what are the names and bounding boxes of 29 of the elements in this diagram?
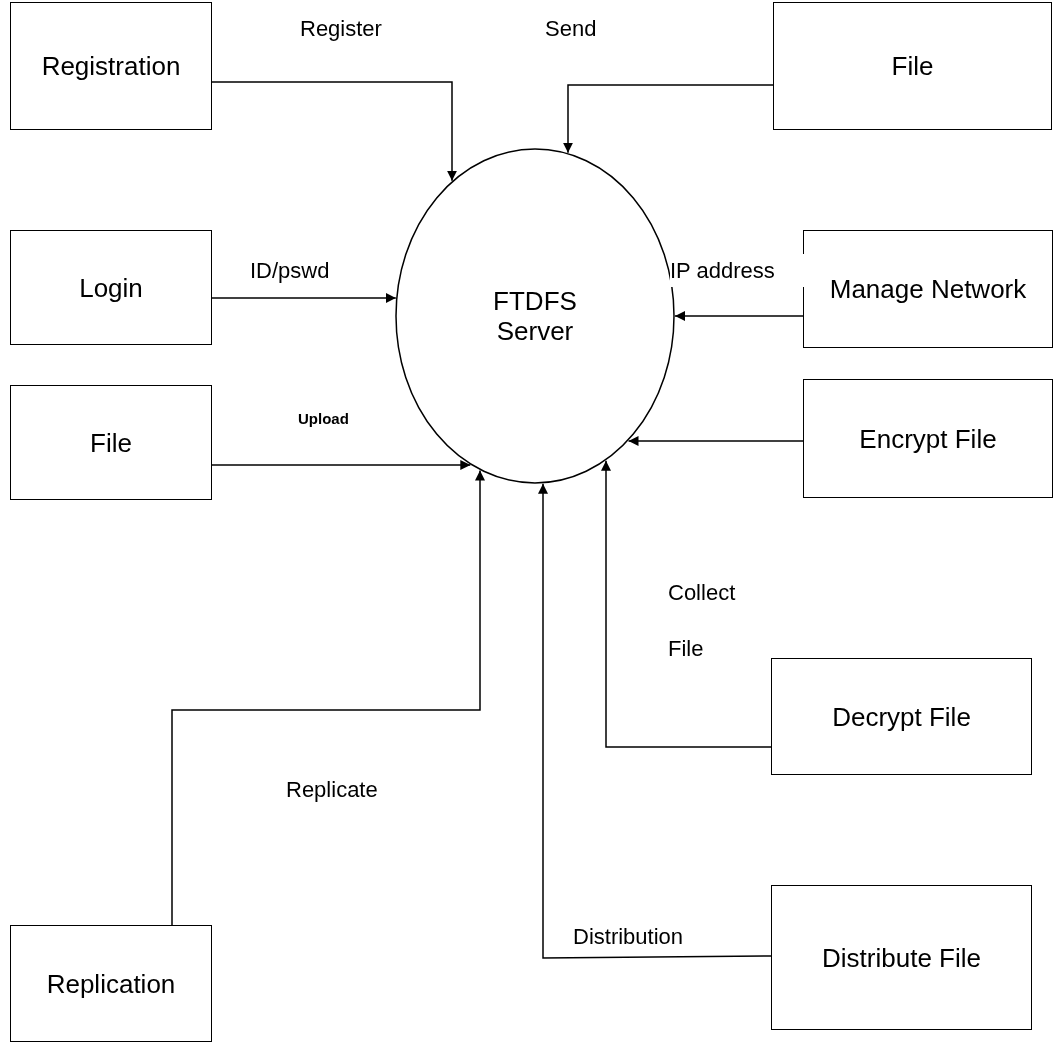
arrow (601, 460, 772, 748)
process-box (10, 925, 212, 1042)
arrow (563, 84, 774, 154)
node-label: Decrypt File (832, 701, 971, 732)
node-label: File (90, 427, 132, 458)
node-label: Distribute File (822, 942, 981, 973)
process-box (10, 2, 212, 130)
arrow (211, 81, 457, 182)
node-label: Manage Network (829, 274, 1027, 304)
edge-label: IP address (670, 254, 805, 287)
process-box (771, 658, 1032, 775)
arrow (538, 482, 772, 959)
node-label: File (891, 51, 934, 81)
node-label: Login (79, 272, 143, 303)
process-box (803, 230, 1053, 348)
arrow (627, 436, 804, 446)
arrow (211, 460, 472, 470)
node-label: Registration (41, 51, 181, 81)
node-label: FTDFS Server (492, 286, 578, 346)
node-label: Replication (46, 968, 176, 999)
arrow (674, 311, 804, 321)
arrow (171, 469, 485, 926)
process-box (773, 2, 1052, 130)
node-label: Encrypt File (859, 423, 997, 454)
process-box (10, 230, 212, 345)
process-box (10, 385, 212, 500)
arrow (211, 293, 397, 303)
process-box (803, 379, 1053, 498)
process-box (771, 885, 1032, 1030)
